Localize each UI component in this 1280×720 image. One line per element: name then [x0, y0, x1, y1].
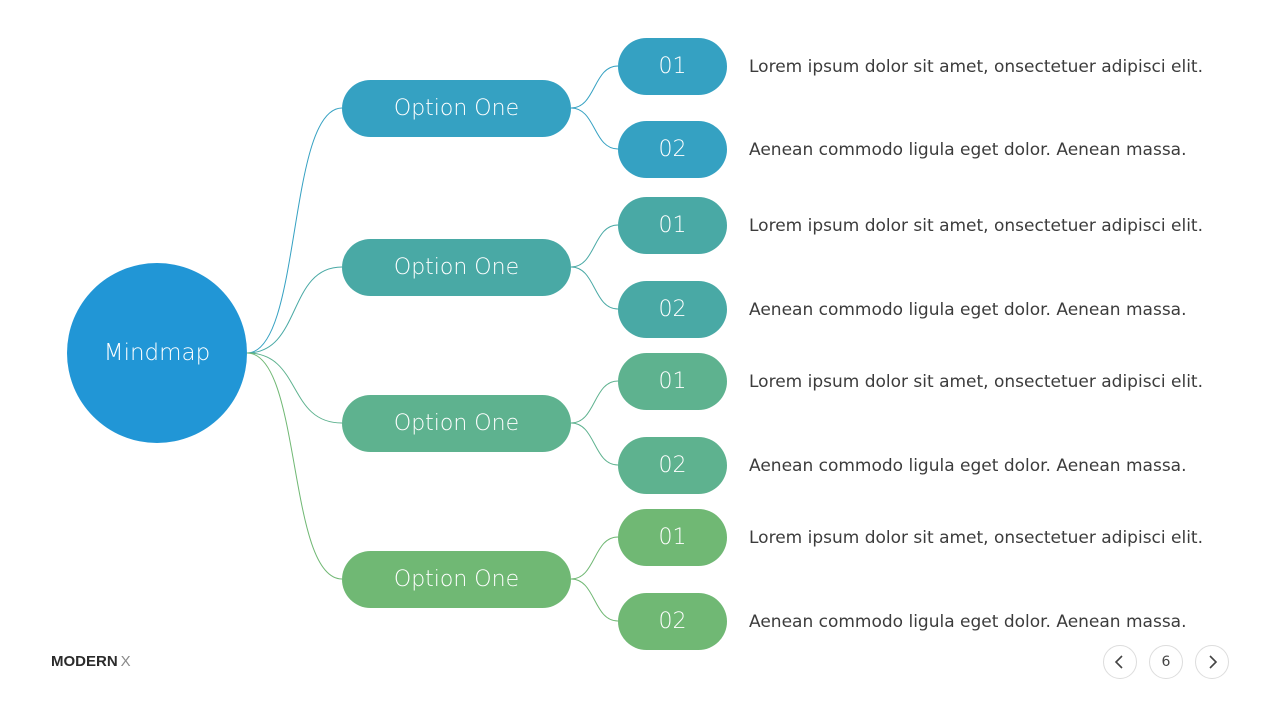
root-to-option-connector — [246, 352, 343, 424]
leaf-description: Lorem ipsum dolor sit amet, onsectetuer … — [749, 56, 1203, 77]
leaf-description: Aenean commodo ligula eget dolor. Aenean… — [749, 611, 1187, 632]
mindmap-root: Mindmap — [67, 263, 247, 443]
prev-slide-button[interactable] — [1103, 645, 1137, 679]
leaf-number: 01 — [658, 213, 687, 238]
leaf-description: Lorem ipsum dolor sit amet, onsectetuer … — [749, 527, 1203, 548]
leaf-node-2-02: 02 — [618, 281, 727, 338]
leaf-number: 01 — [658, 369, 687, 394]
next-slide-button[interactable] — [1195, 645, 1229, 679]
brand-suffix: X — [120, 653, 131, 670]
leaf-node-3-02: 02 — [618, 437, 727, 494]
leaf-node-4-01: 01 — [618, 509, 727, 566]
page-number-label: 6 — [1161, 654, 1171, 670]
leaf-description: Aenean commodo ligula eget dolor. Aenean… — [749, 139, 1187, 160]
leaf-number: 01 — [658, 525, 687, 550]
leaf-description: Aenean commodo ligula eget dolor. Aenean… — [749, 299, 1187, 320]
page-number: 6 — [1149, 645, 1183, 679]
option-node-label: Option One — [393, 411, 520, 436]
root-to-option-connector — [246, 352, 343, 580]
option-node-label: Option One — [393, 567, 520, 592]
option-to-leaf-connector — [570, 107, 619, 150]
leaf-number: 02 — [658, 297, 687, 322]
leaf-node-1-01: 01 — [618, 38, 727, 95]
option-to-leaf-connector — [570, 422, 619, 466]
leaf-number: 02 — [658, 609, 687, 634]
chevron-right-icon — [1209, 655, 1218, 669]
root-to-option-connector — [246, 107, 343, 354]
leaf-number: 02 — [658, 453, 687, 478]
mindmap-root-label: Mindmap — [103, 340, 211, 366]
brand-name: MODERN — [51, 653, 118, 670]
option-node-4: Option One — [342, 551, 571, 608]
leaf-description: Lorem ipsum dolor sit amet, onsectetuer … — [749, 371, 1203, 392]
chevron-left-icon — [1114, 655, 1123, 669]
option-to-leaf-connector — [570, 266, 619, 310]
option-to-leaf-connector — [570, 380, 619, 424]
leaf-number: 02 — [658, 137, 687, 162]
leaf-node-3-01: 01 — [618, 353, 727, 410]
option-to-leaf-connector — [570, 224, 619, 268]
leaf-number: 01 — [658, 54, 687, 79]
option-node-2: Option One — [342, 239, 571, 296]
leaf-description: Aenean commodo ligula eget dolor. Aenean… — [749, 455, 1187, 476]
option-node-3: Option One — [342, 395, 571, 452]
option-node-label: Option One — [393, 96, 520, 121]
leaf-node-2-01: 01 — [618, 197, 727, 254]
leaf-node-1-02: 02 — [618, 121, 727, 178]
option-node-label: Option One — [393, 255, 520, 280]
option-node-1: Option One — [342, 80, 571, 137]
option-to-leaf-connector — [570, 578, 619, 622]
option-to-leaf-connector — [570, 536, 619, 580]
root-to-option-connector — [246, 266, 343, 354]
leaf-description: Lorem ipsum dolor sit amet, onsectetuer … — [749, 215, 1203, 236]
option-to-leaf-connector — [570, 65, 619, 109]
leaf-node-4-02: 02 — [618, 593, 727, 650]
